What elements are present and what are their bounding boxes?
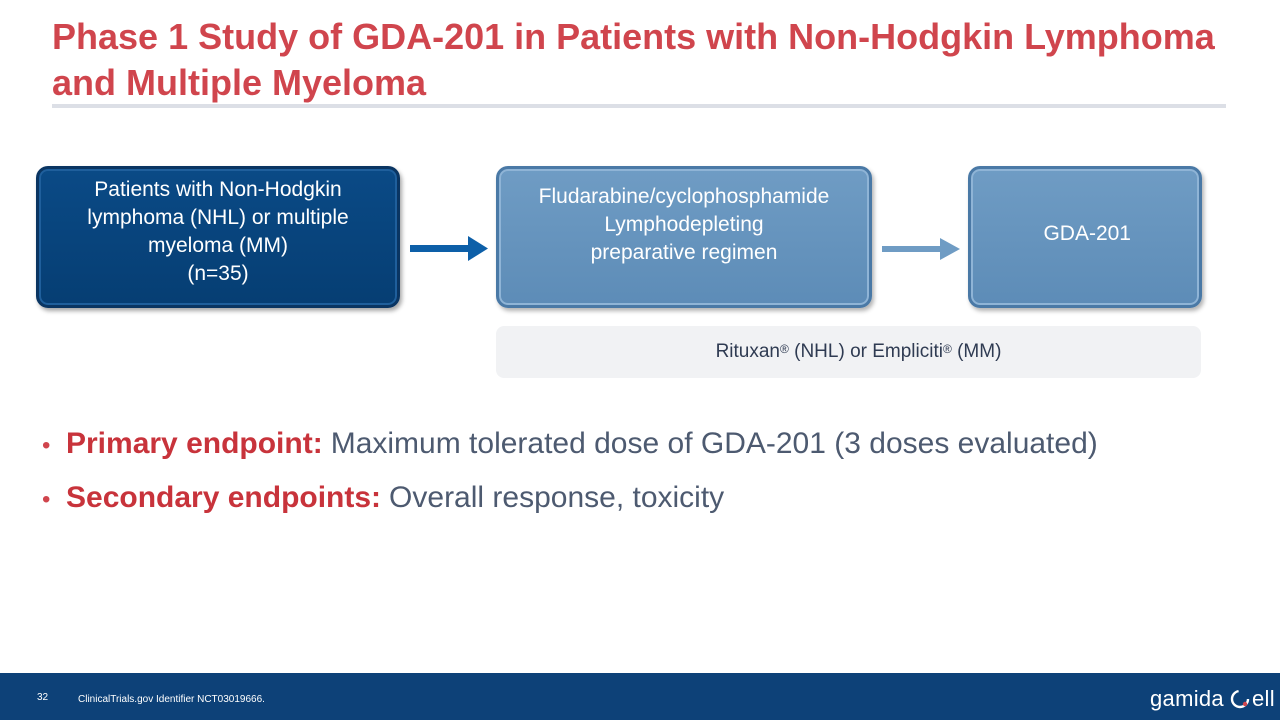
note-middle: (NHL) or Empliciti	[788, 341, 943, 362]
regimen-line-3: preparative regimen	[590, 241, 778, 264]
endpoint-list: • Primary endpoint: Maximum tolerated do…	[42, 418, 1242, 526]
regimen-box: Fludarabine/cyclophosphamide Lymphodeple…	[496, 166, 872, 308]
title-line-2: and Multiple Myeloma	[52, 62, 427, 103]
logo-text-left: gamida	[1150, 686, 1224, 711]
arrow-right-icon	[882, 238, 960, 260]
gda-201-label: GDA-201	[1043, 222, 1131, 245]
cell-logo-icon	[1230, 689, 1250, 709]
combination-note: Rituxan® (NHL) or Empliciti® (MM)	[496, 326, 1201, 378]
page-number: 32	[37, 692, 49, 703]
gda-201-box: GDA-201	[968, 166, 1202, 308]
bullet-icon: •	[42, 432, 51, 459]
bullet-icon: •	[42, 486, 51, 513]
footer-bar: 32 ClinicalTrials.gov Identifier NCT0301…	[0, 673, 1280, 720]
page-title: Phase 1 Study of GDA-201 in Patients wit…	[52, 14, 1232, 106]
regimen-line-1: Fludarabine/cyclophosphamide	[538, 185, 830, 208]
secondary-endpoints-text: Overall response, toxicity	[389, 481, 725, 514]
logo-text-right: ell	[1251, 686, 1275, 711]
title-line-1: Phase 1 Study of GDA-201 in Patients wit…	[52, 16, 1215, 57]
note-mm: (MM)	[951, 341, 1002, 362]
patients-line-4: (n=35)	[187, 262, 249, 285]
secondary-endpoints-label: Secondary endpoints:	[66, 481, 382, 514]
note-rituxan: Rituxan	[715, 341, 780, 362]
primary-endpoint-text: Maximum tolerated dose of GDA-201 (3 dos…	[330, 427, 1098, 460]
primary-endpoint-label: Primary endpoint:	[66, 427, 323, 460]
list-item: • Primary endpoint: Maximum tolerated do…	[42, 418, 1242, 472]
footnote: ClinicalTrials.gov Identifier NCT0301966…	[78, 694, 265, 705]
patients-line-2: lymphoma (NHL) or multiple	[87, 206, 349, 229]
patients-line-1: Patients with Non-Hodgkin	[94, 178, 342, 201]
list-item: • Secondary endpoints: Overall response,…	[42, 472, 1242, 526]
title-divider	[52, 104, 1226, 108]
patients-box: Patients with Non-Hodgkin lymphoma (NHL)…	[36, 166, 400, 308]
arrow-right-icon	[410, 236, 488, 261]
regimen-line-2: Lymphodepleting	[604, 213, 764, 236]
patients-line-3: myeloma (MM)	[148, 234, 288, 257]
gamida-cell-logo: gamida ell	[1150, 686, 1275, 712]
